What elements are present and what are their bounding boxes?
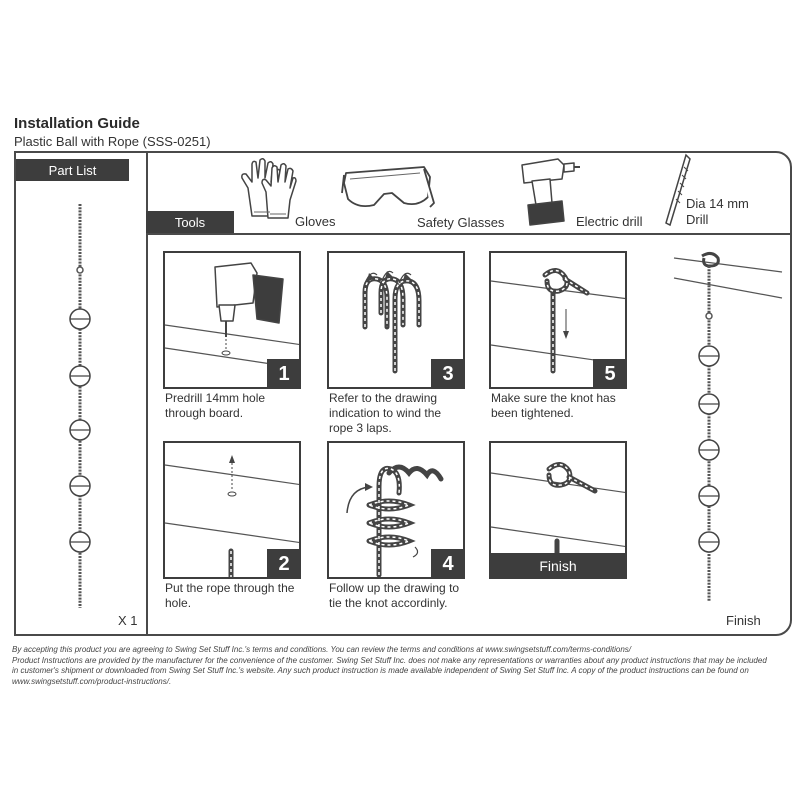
electric-drill-label: Electric drill xyxy=(576,214,643,229)
part-list-tab: Part List xyxy=(16,159,129,181)
step-2-number: 2 xyxy=(267,549,299,577)
tools-tab: Tools xyxy=(146,211,234,233)
vertical-divider xyxy=(146,151,148,636)
part-quantity: X 1 xyxy=(118,613,138,628)
finish-panel: Finish xyxy=(489,441,627,579)
gloves-icon xyxy=(241,157,297,219)
step-1-line-1: Predrill 14mm hole xyxy=(165,391,266,405)
step-1-number: 1 xyxy=(267,359,299,387)
step-4-line-1: Follow up the drawing to xyxy=(329,581,460,595)
drill-bit-icon xyxy=(665,153,691,227)
disclaimer-line-2: Product Instructions are provided by the… xyxy=(12,655,767,665)
horizontal-divider xyxy=(146,233,792,235)
step-4-panel: 4 xyxy=(327,441,465,579)
step-5-line-2: been tightened. xyxy=(491,406,574,420)
step-3-description: Refer to the drawing indication to wind … xyxy=(329,391,469,436)
drill-bit-label: Dia 14 mm Drill xyxy=(686,196,749,228)
disclaimer: By accepting this product you are agreei… xyxy=(12,645,788,687)
electric-drill-icon xyxy=(521,158,580,226)
disclaimer-line-4: www.swingsetstuff.com/product-instructio… xyxy=(12,676,172,686)
step-2-line-2: hole. xyxy=(165,596,192,610)
drill-bit-label-line1: Dia 14 mm xyxy=(686,196,749,211)
disclaimer-line-3: in customer's shipment or downloaded fro… xyxy=(12,666,749,675)
step-4-number: 4 xyxy=(431,549,463,577)
step-3-line-3: rope 3 laps. xyxy=(329,421,392,435)
finish-panel-label: Finish xyxy=(491,553,625,577)
step-2-description: Put the rope through the hole. xyxy=(165,581,305,611)
step-3-number: 3 xyxy=(431,359,463,387)
step-1-panel: 1 xyxy=(163,251,301,389)
step-3-line-2: indication to wind the xyxy=(329,406,442,420)
disclaimer-line-1: By accepting this product you are agreei… xyxy=(12,645,632,654)
gloves-label: Gloves xyxy=(295,214,336,229)
drill-bit-label-line2: Drill xyxy=(686,212,709,227)
guide-frame xyxy=(14,151,792,636)
rope-with-balls-icon xyxy=(69,204,91,608)
finish-label: Finish xyxy=(726,613,761,628)
step-2-panel: 2 xyxy=(163,441,301,579)
page-title: Installation Guide xyxy=(14,115,140,132)
step-5-description: Make sure the knot has been tightened. xyxy=(491,391,631,421)
step-4-line-2: tie the knot accordinly. xyxy=(329,596,448,610)
step-5-panel: 5 xyxy=(489,251,627,389)
page-subtitle: Plastic Ball with Rope (SSS-0251) xyxy=(14,134,211,149)
installed-rope-icon xyxy=(673,251,783,602)
safety-glasses-label: Safety Glasses xyxy=(417,215,505,230)
step-2-line-1: Put the rope through the xyxy=(165,581,295,595)
step-3-line-1: Refer to the drawing xyxy=(329,391,438,405)
step-1-line-2: through board. xyxy=(165,406,244,420)
step-1-description: Predrill 14mm hole through board. xyxy=(165,391,305,421)
safety-glasses-icon xyxy=(341,166,435,208)
step-5-line-1: Make sure the knot has xyxy=(491,391,616,405)
step-4-description: Follow up the drawing to tie the knot ac… xyxy=(329,581,469,611)
step-3-panel: 3 xyxy=(327,251,465,389)
step-5-number: 5 xyxy=(593,359,625,387)
